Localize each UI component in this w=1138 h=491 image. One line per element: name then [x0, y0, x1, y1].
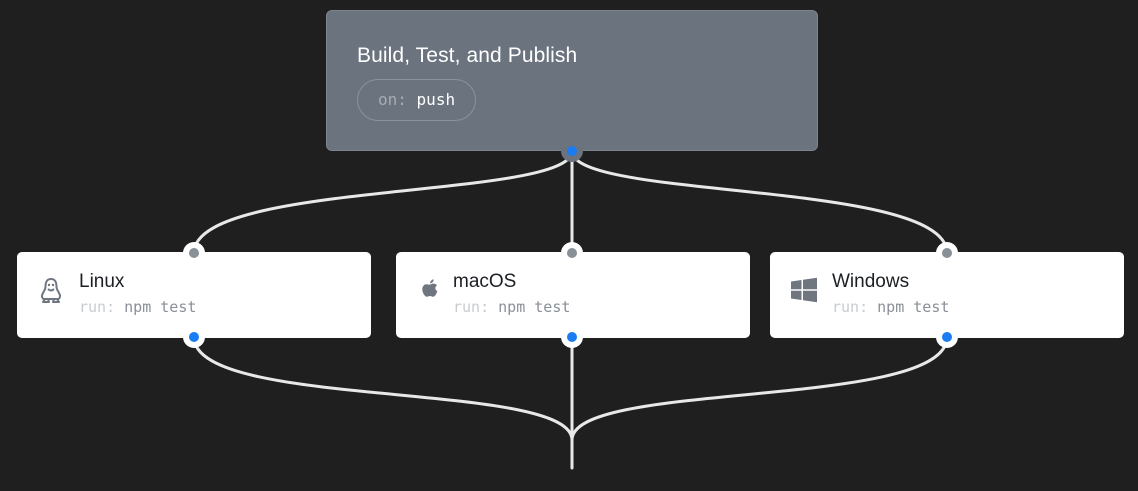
edge-windows-to-merge [570, 335, 949, 442]
job-run-command: run: npm test [832, 298, 949, 316]
linux-penguin-icon [40, 278, 62, 303]
job-card-macos[interactable]: macOS run: npm test [396, 252, 750, 338]
run-value: npm test [877, 298, 950, 316]
windows-input-port[interactable] [936, 242, 958, 264]
workflow-title: Build, Test, and Publish [357, 44, 578, 67]
job-title: Linux [79, 271, 125, 292]
workflow-node[interactable]: Build, Test, and Publish on: push [326, 10, 818, 151]
linux-output-port[interactable] [183, 326, 205, 348]
windows-output-port[interactable] [936, 326, 958, 348]
edge-linux-to-merge [192, 335, 574, 442]
macos-output-port[interactable] [561, 326, 583, 348]
run-value: npm test [124, 298, 197, 316]
edge-workflow-to-windows [570, 149, 949, 255]
trigger-badge: on: push [357, 79, 477, 121]
linux-input-port[interactable] [183, 242, 205, 264]
trigger-key: on: [378, 90, 407, 109]
job-run-command: run: npm test [453, 298, 570, 316]
job-run-command: run: npm test [79, 298, 196, 316]
run-key: run: [79, 298, 116, 316]
workflow-output-port[interactable] [561, 140, 583, 162]
run-value: npm test [498, 298, 571, 316]
windows-icon [791, 277, 817, 303]
job-card-linux[interactable]: Linux run: npm test [17, 252, 371, 338]
job-card-windows[interactable]: Windows run: npm test [770, 252, 1124, 338]
job-title: macOS [453, 271, 517, 292]
job-title: Windows [832, 271, 910, 292]
run-key: run: [832, 298, 869, 316]
apple-icon [422, 279, 438, 297]
macos-input-port[interactable] [561, 242, 583, 264]
edge-workflow-to-linux [192, 149, 574, 255]
trigger-value: push [416, 90, 456, 109]
run-key: run: [453, 298, 490, 316]
